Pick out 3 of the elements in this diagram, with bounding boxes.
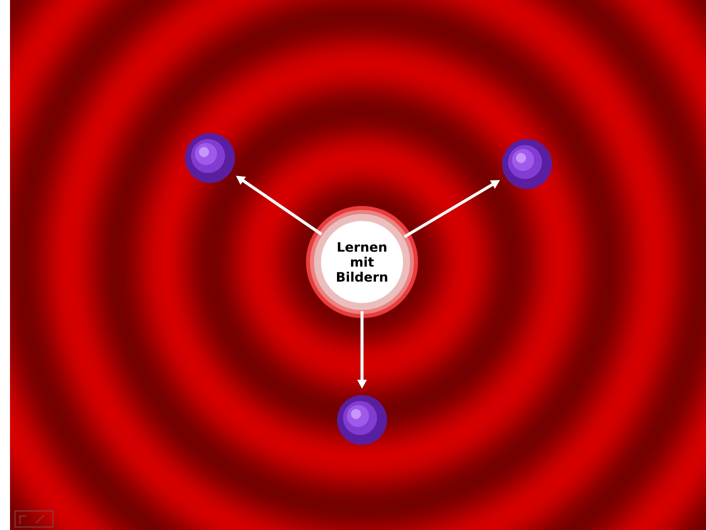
sphere	[185, 133, 235, 183]
sphere	[337, 395, 387, 445]
sphere	[502, 139, 552, 189]
